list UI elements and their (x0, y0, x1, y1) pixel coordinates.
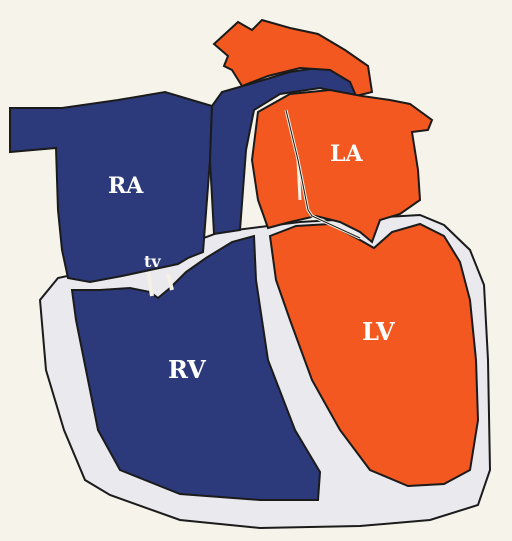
right-atrium-label: RA (108, 173, 144, 199)
left-atrium-label: LA (330, 141, 363, 167)
tricuspid-valve-label: tv (144, 252, 161, 271)
right-ventricle-label: RV (168, 355, 206, 384)
left-ventricle-label: LV (362, 317, 395, 346)
